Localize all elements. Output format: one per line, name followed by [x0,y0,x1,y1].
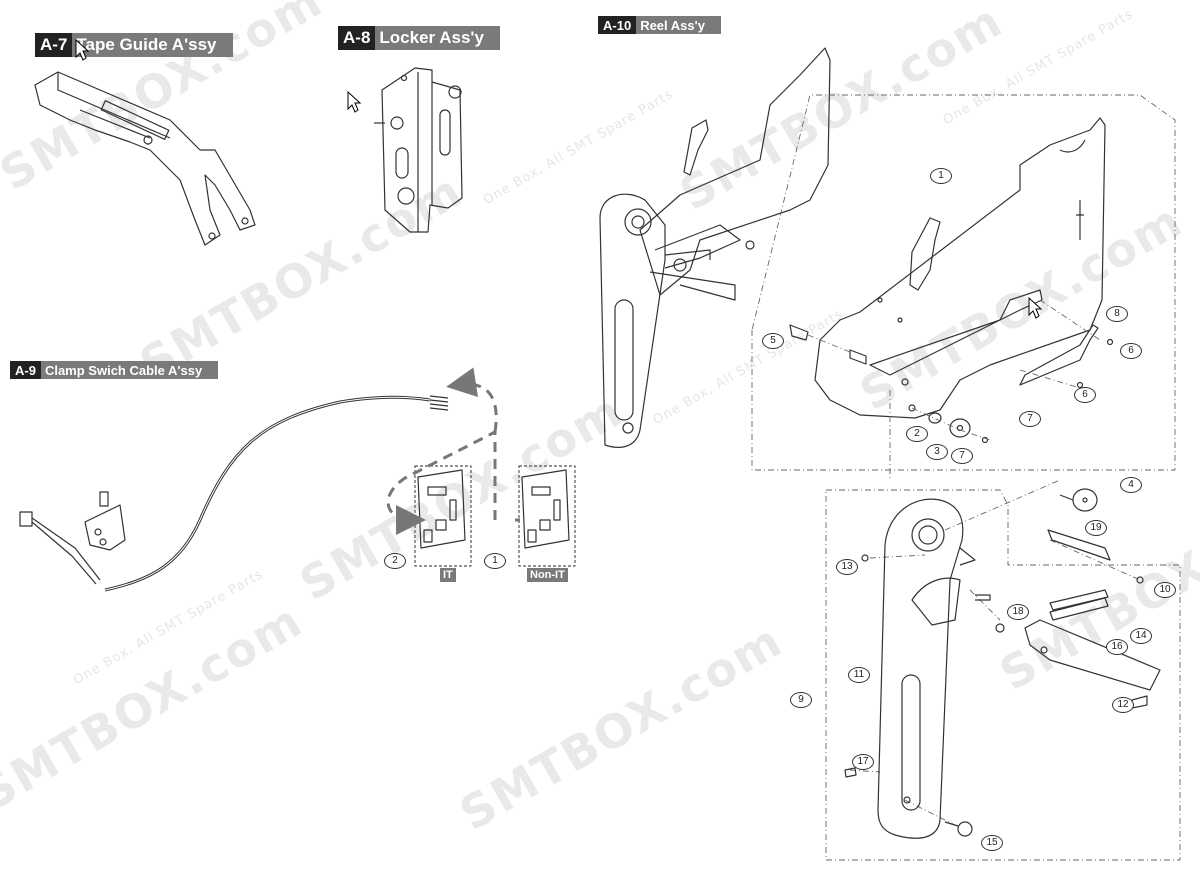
board-tag-non-it: Non-IT [527,568,568,582]
clamp-switch-cable [19,395,449,592]
part-callout: 1 [484,553,506,569]
part-callout: 7 [1019,411,1041,427]
cable-routing-arrows [386,367,520,535]
mouse-pointer-icon [347,90,362,113]
reel-arm [877,498,991,839]
part-callout: 17 [852,754,874,770]
part-callout: 8 [1106,306,1128,322]
part-callout: 1 [930,168,952,184]
mouse-pointer-icon [1028,296,1043,319]
part-callout: 14 [1130,628,1152,644]
part-callout: 10 [1154,582,1176,598]
part-callout: 5 [762,333,784,349]
locker-assembly [374,67,463,233]
part-callout: 19 [1085,520,1107,536]
exploded-leader-lines [751,94,1181,861]
part-callout: 6 [1120,343,1142,359]
section-title-clamp-switch-cable: A-9 Clamp Swich Cable A'ssy [10,361,219,379]
part-callout: 18 [1007,604,1029,620]
section-title-reel: A-10 Reel Ass'y [598,16,721,34]
part-callout: 12 [1112,697,1134,713]
section-title-locker: A-8 Locker Ass'y [338,26,500,50]
section-title-tape-guide: A-7 Tape Guide A'ssy [35,33,233,57]
part-callout: 2 [906,426,928,442]
part-callout: 3 [926,444,948,460]
part-callout: 6 [1074,387,1096,403]
pcb-board-non-it [518,465,576,567]
mouse-pointer-icon [75,38,90,61]
section-name: Locker Ass'y [375,26,500,50]
section-code: A-9 [10,361,41,379]
part-callout: 15 [981,835,1003,851]
section-name: Tape Guide A'ssy [72,33,233,57]
part-callout: 2 [384,553,406,569]
part-callout: 9 [790,692,812,708]
part-callout: 16 [1106,639,1128,655]
section-name: Clamp Swich Cable A'ssy [40,361,219,379]
section-code: A-10 [598,16,637,34]
part-callout: 13 [836,559,858,575]
part-callout: 7 [951,448,973,464]
tape-guide-assembly [34,71,256,246]
part-callout: 4 [1120,477,1142,493]
section-code: A-8 [338,26,376,50]
board-tag-it: IT [440,568,456,582]
reel-assembly-assembled [599,47,831,448]
part-callout: 11 [848,667,870,683]
section-code: A-7 [35,33,73,57]
section-name: Reel Ass'y [636,16,721,34]
